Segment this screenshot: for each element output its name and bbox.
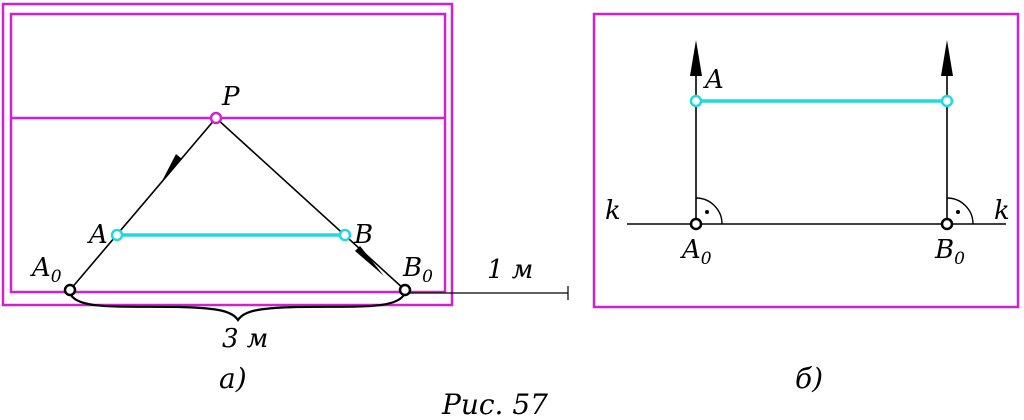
point-a0-b (689, 217, 703, 231)
point-a (110, 228, 124, 242)
panel-b-frame (592, 12, 1020, 309)
point-b0-b (940, 217, 954, 231)
panel-a-inner-frame (9, 12, 447, 294)
panel-a-outer-frame (1, 2, 454, 307)
label-1m: 1 м (487, 255, 533, 285)
point-b-b (940, 94, 954, 108)
arrow-on-pa0 (161, 154, 182, 183)
label-p: P (221, 82, 240, 112)
label-b0-b-sub: 0 (954, 249, 965, 269)
point-a-b (689, 94, 703, 108)
right-angle-dot-b0 (956, 210, 960, 214)
label-a0-main: A (30, 253, 51, 283)
label-b0-sub: 0 (422, 267, 433, 287)
point-p (209, 111, 223, 125)
label-a: A (87, 220, 108, 250)
label-a-b: A (703, 65, 724, 95)
right-angle-a0 (695, 197, 723, 225)
label-a0: A0 (30, 253, 62, 287)
brace-3m (68, 292, 407, 322)
label-a0-b: A0 (680, 235, 712, 269)
figure-caption: Рис. 57 (441, 388, 548, 420)
caption-a: а) (219, 362, 247, 395)
label-a0-b-main: A (680, 235, 701, 265)
panel-b: A k k A0 B0 б) (592, 12, 1020, 395)
label-a0-b-sub: 0 (701, 249, 712, 269)
point-b (338, 228, 352, 242)
side-p-b0 (215, 117, 406, 291)
side-p-a0 (69, 117, 217, 291)
right-angle-dot-a0 (705, 210, 709, 214)
label-3m: 3 м (222, 324, 268, 354)
arrow-up-b (941, 40, 953, 76)
label-k-right: k (994, 196, 1010, 226)
point-a0 (63, 283, 77, 297)
arrow-up-a (690, 40, 702, 76)
arrow-on-b0p (355, 246, 384, 276)
label-b0: B0 (402, 253, 433, 287)
label-b: B (353, 220, 373, 250)
right-angle-b0 (946, 197, 974, 225)
caption-b: б) (795, 362, 823, 395)
panel-a: P A B A0 B0 1 м 3 м а) (1, 2, 569, 395)
label-b0-main: B (402, 253, 422, 283)
label-a0-sub: 0 (51, 267, 62, 287)
label-b0-b-main: B (934, 235, 954, 265)
label-b0-b: B0 (934, 235, 965, 269)
point-b0 (398, 283, 412, 297)
label-k-left: k (605, 196, 621, 226)
